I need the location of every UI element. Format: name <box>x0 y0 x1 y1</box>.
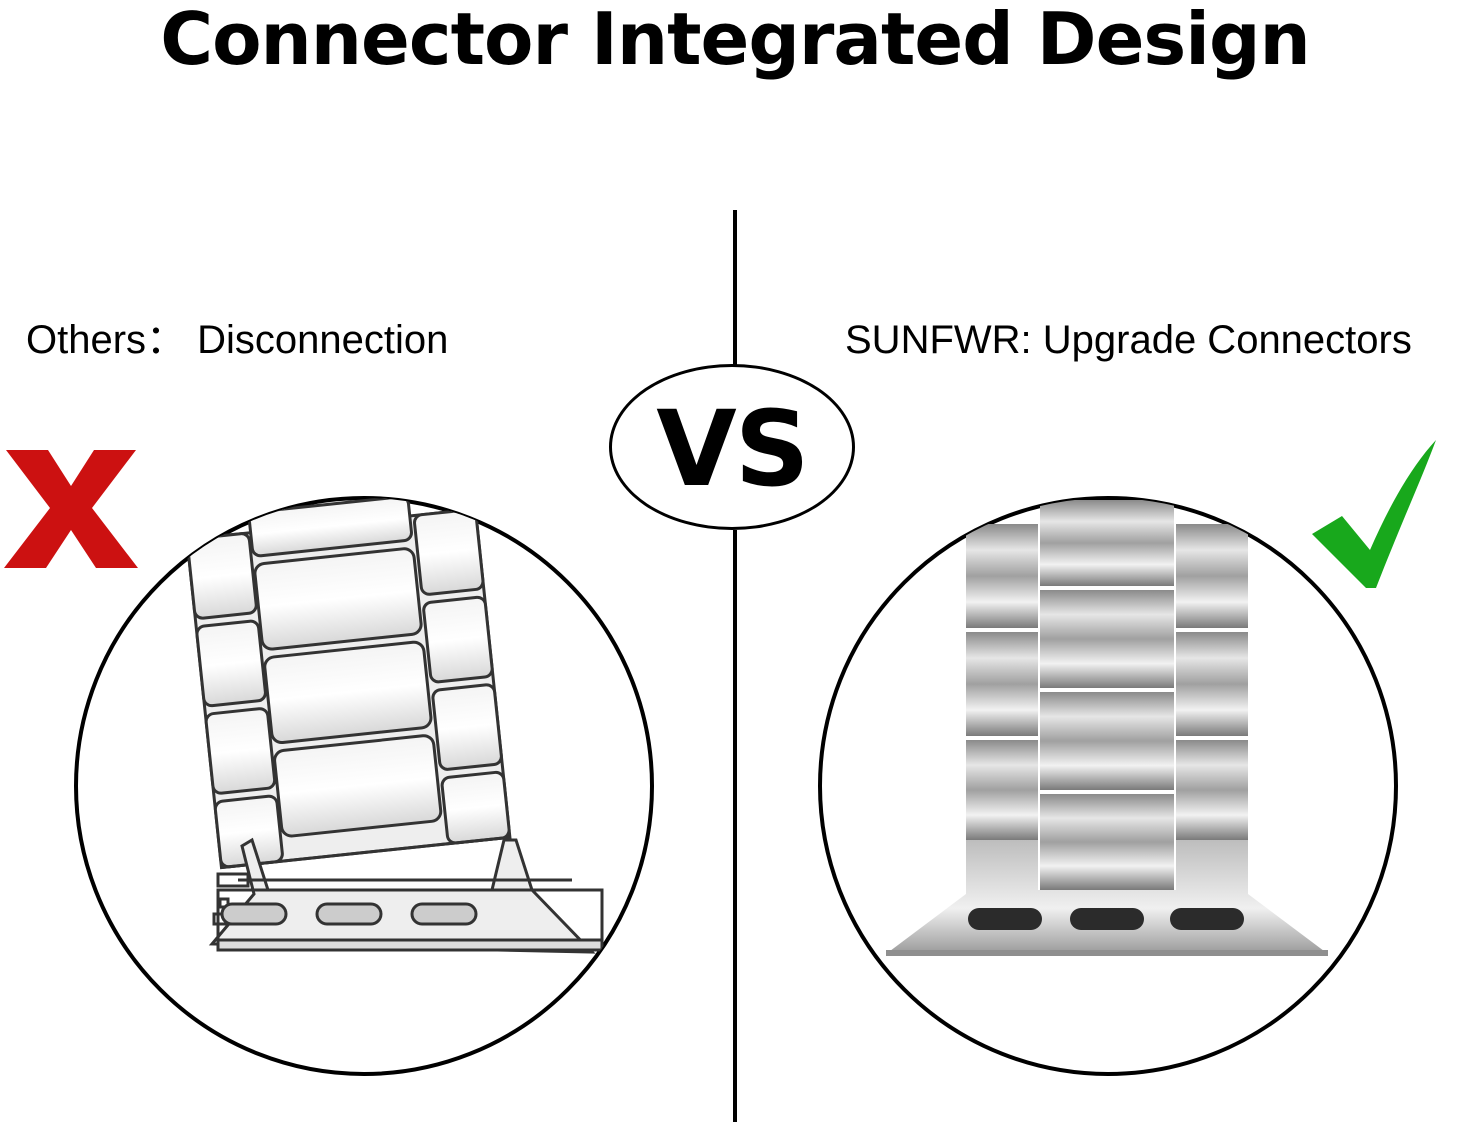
red-x-icon <box>4 448 138 568</box>
disconnected-band-image <box>72 494 656 1078</box>
sunfwr-label: SUNFWR: Upgrade Connectors <box>845 318 1412 362</box>
vs-text: VS <box>656 388 809 510</box>
integrated-band-image <box>816 494 1400 1078</box>
divider-line-top <box>733 210 737 366</box>
page-title: Connector Integrated Design <box>160 0 1311 81</box>
divider-line-bottom <box>733 530 737 1122</box>
green-check-icon <box>1312 438 1438 590</box>
others-label: Others： Disconnection <box>26 318 449 362</box>
vs-badge: VS <box>609 364 855 530</box>
